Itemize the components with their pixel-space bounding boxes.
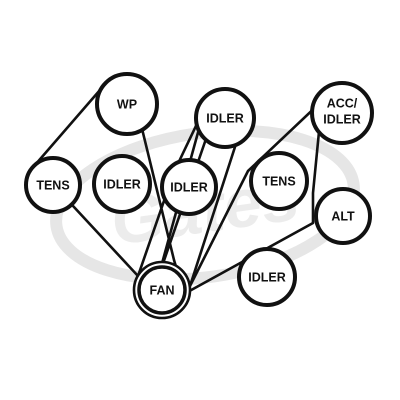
pulley-idler-left: IDLER — [92, 154, 152, 214]
pulley-idler-bottom: IDLER — [237, 247, 297, 307]
pulley-acc-idler: ACC/ IDLER — [310, 81, 374, 145]
pulley-tens-left: TENS — [24, 156, 82, 214]
pulley-alt: ALT — [314, 187, 372, 245]
pulley-tens-left-label: TENS — [36, 178, 69, 192]
pulley-acc-idler-label-line2: IDLER — [323, 112, 361, 126]
pulley-wp: WP — [95, 72, 159, 136]
pulley-idler-top: IDLER — [194, 87, 256, 149]
pulley-idler-top-label: IDLER — [206, 111, 244, 125]
pulley-wp-label: WP — [117, 97, 137, 111]
pulley-idler-mid-label: IDLER — [170, 180, 208, 194]
pulley-acc-idler-label-line1: ACC/ — [327, 96, 358, 110]
pulley-alt-label: ALT — [331, 209, 355, 223]
pulley-idler-mid: IDLER — [160, 158, 218, 216]
pulley-tens-right: TENS — [249, 151, 309, 211]
pulley-idler-left-label: IDLER — [103, 177, 141, 191]
pulley-fan: FAN — [132, 260, 192, 320]
pulley-idler-bottom-label: IDLER — [248, 270, 286, 284]
pulley-tens-right-label: TENS — [262, 174, 295, 188]
pulley-fan-label: FAN — [150, 283, 175, 297]
